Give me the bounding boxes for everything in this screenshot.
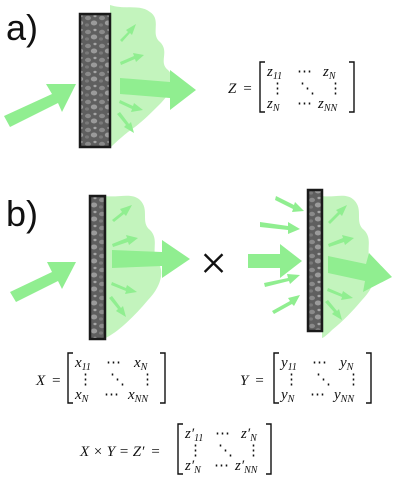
incident-beam-a	[4, 84, 76, 127]
z-matrix-left-bracket	[259, 61, 265, 113]
zp-matrix-vdots-2: ⋮	[246, 443, 261, 459]
x-matrix-entry-nn: xNN	[127, 387, 149, 405]
transmitted-beam-b1	[112, 240, 190, 278]
incident-beam-b1	[10, 262, 76, 302]
y-matrix-entry-n1: yN	[279, 387, 296, 405]
x-matrix-vdots-2: ⋮	[140, 372, 155, 388]
y-matrix-hdots-1: ⋯	[312, 355, 327, 371]
scattered-rays-b1	[109, 205, 138, 317]
zp-matrix-right-bracket	[266, 423, 272, 475]
z-matrix-right-bracket	[349, 61, 355, 113]
transmitted-beam-a	[120, 70, 196, 110]
x-matrix-right-bracket	[160, 352, 166, 404]
x-matrix-left-bracket	[67, 352, 73, 404]
x-matrix-hdots-2: ⋯	[104, 387, 119, 403]
zp-matrix-entry-11: z′11	[184, 426, 203, 444]
zp-matrix-entry-n1: z′N	[184, 458, 202, 476]
z-matrix-vdots-1: ⋮	[270, 81, 285, 97]
y-matrix-entry-1n: yN	[338, 355, 355, 373]
scattered-rays-a	[117, 24, 144, 133]
z-matrix-vdots-2: ⋮	[328, 81, 343, 97]
y-matrix-vdots-2: ⋮	[346, 372, 361, 388]
zp-matrix-hdots-2: ⋯	[214, 458, 229, 474]
scattering-medium-b1	[88, 194, 107, 341]
y-matrix-left-bracket	[273, 352, 279, 404]
zp-matrix-vdots-1: ⋮	[188, 443, 203, 459]
x-equation-lhs: X=	[35, 373, 61, 389]
panel-b-label: b)	[6, 193, 38, 234]
x-matrix-entry-11: x11	[74, 355, 91, 373]
zp-matrix-left-bracket	[177, 423, 183, 475]
y-equation-lhs: Y=	[240, 373, 264, 389]
x-matrix-vdots-1: ⋮	[78, 372, 93, 388]
z-matrix-hdots-1: ⋯	[297, 64, 312, 80]
y-matrix-entry-11: y11	[279, 355, 297, 373]
product-equation-lhs: X × Y = Z′=	[79, 444, 161, 460]
z-equation-lhs: Z=	[228, 81, 252, 97]
z-matrix-entry-1n: zN	[322, 64, 337, 82]
z-matrix-entry-n1: zN	[266, 96, 281, 114]
y-matrix-ddots: ⋱	[316, 372, 331, 388]
y-matrix-entry-nn: yNN	[332, 387, 355, 405]
y-matrix-vdots-1: ⋮	[284, 372, 299, 388]
x-matrix-entry-1n: xN	[133, 355, 149, 373]
incident-beam-b2	[248, 244, 302, 278]
y-matrix-right-bracket	[366, 352, 372, 404]
converging-rays-b2	[260, 196, 304, 314]
zp-matrix-hdots-1: ⋯	[215, 426, 230, 442]
z-matrix-hdots-2: ⋯	[297, 96, 312, 112]
x-matrix-entry-n1: xN	[74, 387, 90, 405]
zp-matrix-ddots: ⋱	[218, 443, 233, 459]
x-matrix-hdots-1: ⋯	[106, 355, 121, 371]
scattering-medium-a	[78, 12, 112, 149]
panel-a-label: a)	[6, 7, 38, 48]
x-matrix-ddots: ⋱	[110, 372, 125, 388]
scattering-medium-b2	[306, 188, 324, 333]
z-matrix-entry-11: z11	[266, 64, 282, 82]
y-matrix-hdots-2: ⋯	[310, 387, 325, 403]
z-matrix-ddots: ⋱	[300, 81, 315, 97]
scattered-rays-b2	[325, 205, 354, 320]
z-matrix-entry-nn: zNN	[317, 96, 339, 114]
zp-matrix-entry-1n: z′N	[240, 426, 258, 444]
zp-matrix-entry-nn: z′NN	[234, 458, 259, 476]
transmitted-beam-b2	[328, 253, 392, 292]
scatter-glow-a	[110, 5, 173, 148]
times-symbol: ×	[200, 237, 227, 290]
